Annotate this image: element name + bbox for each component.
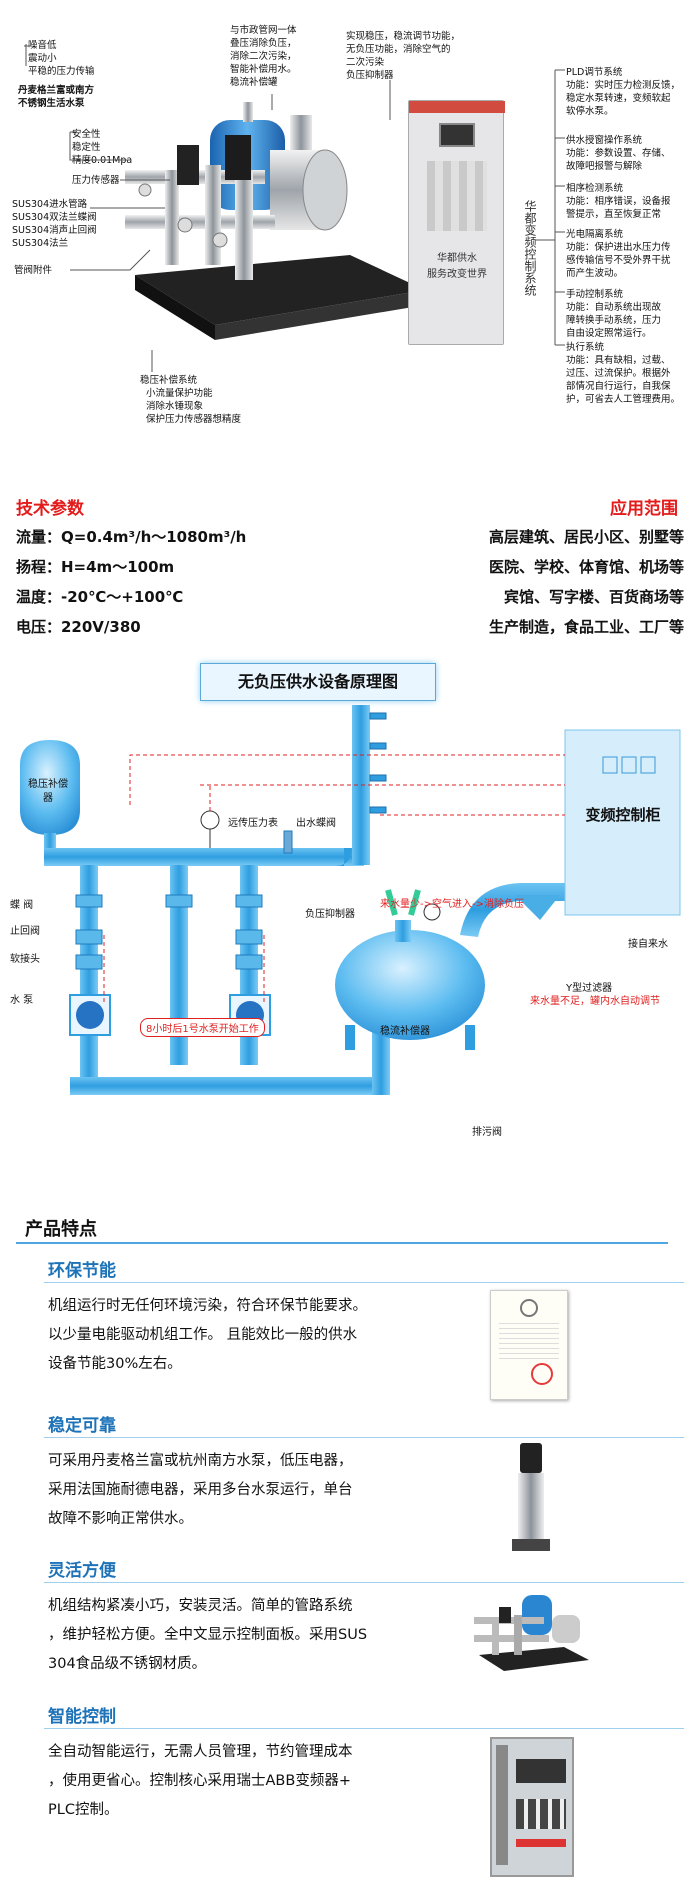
cabinet-interior-image	[490, 1737, 574, 1877]
left-label-butterfly: 蝶 阀	[10, 900, 34, 911]
inlet-label: 接自来水	[628, 939, 668, 950]
note-fittings: 管阀附件	[14, 265, 53, 276]
features-rule	[16, 1242, 668, 1244]
app-title: 应用范围	[610, 499, 678, 519]
suppressor-label: 负压抑制器	[305, 909, 355, 920]
tank-left-label: 稳压补偿器	[28, 779, 68, 804]
left-label-check: 止回阀	[10, 926, 40, 937]
feature-body: 机组运行时无任何环境污染，符合环保节能要求。以少量电能驱动机组工作。 且能效比一…	[48, 1298, 367, 1372]
app-item: 生产制造，食品工业、工厂等	[488, 618, 684, 636]
drain-label: 排污阀	[472, 1127, 502, 1138]
tech-title: 技术参数	[16, 499, 84, 519]
cabinet-panel-line: 华都供水	[437, 253, 477, 264]
note-pump-brand: 丹麦格兰富或南方不锈钢生活水泵	[18, 85, 95, 109]
tech-list: 流量：Q=0.4m³/h～1080m³/h 扬程：H=4m～100m 温度：-2…	[16, 522, 246, 642]
feature-heading: 智能控制	[48, 1707, 116, 1727]
pump-image	[512, 1443, 550, 1553]
y-filter-label: Y型过滤器	[566, 983, 613, 994]
red-flow-note: 来水量少->空气进入->消除负压	[380, 899, 524, 910]
diagram-title: 无负压供水设备原理图	[200, 663, 436, 701]
feature-rule	[44, 1582, 684, 1583]
pump-note: 8小时后1号水泵开始工作	[140, 1018, 265, 1037]
cabinet-label: 变频控制柜	[585, 806, 661, 824]
system-manual: 手动控制系统功能：自动系统出现故障转换手动系统，压力自由设定照常运行。	[566, 289, 662, 339]
note-noise: 噪音低震动小平稳的压力传输	[28, 40, 95, 77]
system-phase: 相序检测系统功能：相序错误，设备报警提示，直至恢复正常	[566, 183, 671, 220]
equipment-photo	[125, 102, 425, 340]
cabinet-vertical-label: 华都变频控制系统	[523, 200, 537, 296]
feature-body: 机组结构紧凑小巧，安装灵活。简单的管路系统，维护轻松方便。全中文显示控制面板。采…	[48, 1598, 368, 1672]
note-compensation: 稳压补偿系统 小流量保护功能 消除水锤现象 保护压力传感器想精度	[140, 375, 242, 425]
feature-rule	[44, 1728, 684, 1729]
note-municipal: 与市政管网一体叠压消除负压，消除二次污染，智能补偿用水。稳流补偿罐	[230, 25, 297, 88]
note-sensor: 压力传感器	[72, 175, 120, 186]
callout-lines	[24, 44, 565, 372]
note-stabilize: 实现稳压，稳流调节功能，无负压功能，消除空气的二次污染负压抑制器	[346, 31, 461, 81]
outlet-valve-label: 出水蝶阀	[296, 818, 336, 829]
tank-main-label: 稳流补偿器	[380, 1026, 430, 1037]
feature-heading: 灵活方便	[48, 1561, 116, 1581]
feature-heading: 环保节能	[48, 1261, 116, 1281]
tech-item: 流量：Q=0.4m³/h～1080m³/h	[16, 528, 247, 546]
feature-heading: 稳定可靠	[48, 1416, 116, 1436]
app-item: 宾馆、写字楼、百货商场等	[503, 588, 684, 606]
cabinet-top-strip	[409, 101, 505, 113]
remote-gauge-label: 远传压力表	[228, 818, 278, 829]
unit-image	[474, 1595, 589, 1671]
system-plc: PLD调节系统功能：实时压力检测反馈，稳定水泵转速，变频软起软停水泵。	[566, 67, 681, 117]
principle-diagram	[20, 705, 681, 1095]
cabinet-screen	[439, 123, 475, 147]
system-ui: 供水授窗操作系统功能：参数设置、存储、故障吧报警与解除	[566, 135, 671, 172]
feature-rule	[44, 1437, 684, 1438]
features-title: 产品特点	[25, 1219, 97, 1240]
left-label-pump: 水 泵	[10, 995, 34, 1006]
cabinet-panel-text: 华都供水 服务改变世界	[419, 251, 495, 283]
system-isolation: 光电隔离系统功能：保护进出水压力传感传输信号不受外界干扰而产生波动。	[566, 229, 671, 279]
cabinet-buttons	[427, 161, 487, 231]
certificate-image	[490, 1290, 568, 1400]
app-item: 医院、学校、体育馆、机场等	[488, 558, 684, 576]
left-label-joint: 软接头	[10, 954, 40, 965]
feature-body: 可采用丹麦格兰富或杭州南方水泵，低压电器，采用法国施耐德电器，采用多台水泵运行，…	[48, 1453, 353, 1527]
tech-item: 电压：220V/380	[16, 618, 141, 636]
feature-body: 全自动智能运行，无需人员管理，节约管理成本，使用更省心。控制核心采用瑞士ABB变…	[48, 1744, 353, 1818]
tech-item: 温度：-20℃～+100℃	[16, 588, 184, 606]
system-exec: 执行系统功能：具有缺相，过载、过压、过流保护。根据外部情况自行运行，自我保护，可…	[566, 342, 681, 405]
cabinet-panel-line: 服务改变世界	[427, 269, 487, 280]
red-tank-note: 来水量不足，罐内水自动调节	[530, 996, 660, 1007]
control-cabinet: 华都供水 服务改变世界	[408, 100, 505, 345]
tech-item: 扬程：H=4m～100m	[16, 558, 175, 576]
product-overview: 华都供水 服务改变世界 华都变频控制系统 噪音低震动小平稳的压力传输 丹麦格兰富…	[0, 0, 700, 440]
app-list: 高层建筑、居民小区、别墅等 医院、学校、体育馆、机场等 宾馆、写字楼、百货商场等…	[489, 522, 684, 642]
feature-rule	[44, 1282, 684, 1283]
app-item: 高层建筑、居民小区、别墅等	[488, 528, 684, 546]
